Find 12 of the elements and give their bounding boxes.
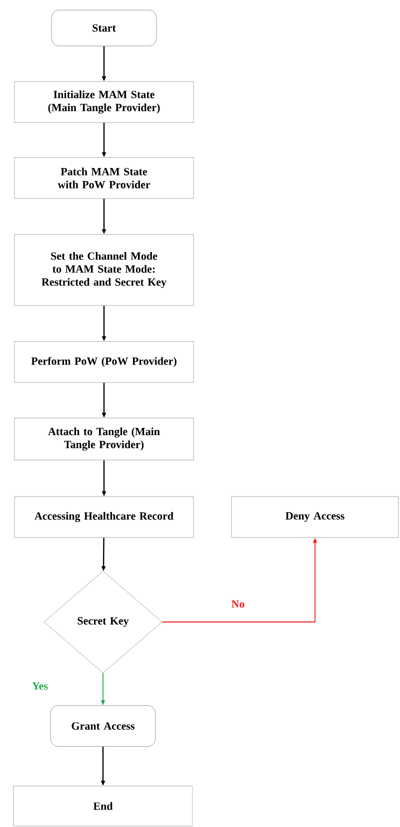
- process-box: Accessing Healthcare Record: [14, 496, 194, 538]
- terminal-box: Start: [51, 10, 157, 46]
- process-box: Initialize MAM State (Main Tangle Provider): [14, 81, 194, 123]
- edge-label: No: [230, 599, 246, 609]
- process-box: Patch MAM State with PoW Provider: [14, 157, 194, 199]
- process-box: Set the Channel Mode to MAM State Mode: Restricted and Secret Key: [14, 234, 194, 306]
- process-box: Perform PoW (PoW Provider): [14, 341, 194, 383]
- process-box: End: [13, 786, 193, 826]
- process-box: Deny Access: [231, 496, 399, 538]
- process-box: Attach to Tangle (Main Tangle Provider): [14, 418, 194, 460]
- edge-label: Yes: [31, 681, 49, 691]
- terminal-box: Grant Access: [50, 705, 156, 747]
